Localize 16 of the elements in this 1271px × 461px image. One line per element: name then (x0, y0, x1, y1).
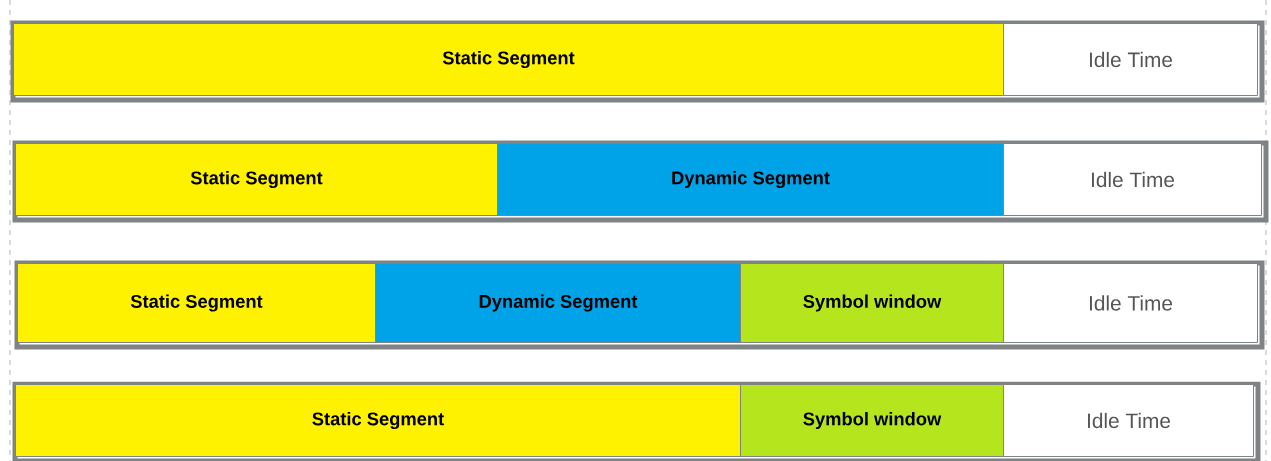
idle-time-cell: Idle Time (1003, 23, 1258, 96)
segment-cell: Static Segment (15, 384, 741, 457)
segment-cell: Static Segment (13, 23, 1004, 96)
segment-cell: Symbol window (740, 384, 1004, 457)
segment-cell: Dynamic Segment (375, 263, 741, 343)
idle-time-cell: Idle Time (1003, 384, 1254, 457)
idle-time-cell: Idle Time (1003, 263, 1258, 343)
segment-cell: Dynamic Segment (497, 143, 1004, 216)
segment-cell: Symbol window (740, 263, 1004, 343)
timeline-row-frame (12, 381, 1261, 461)
idle-time-cell: Idle Time (1003, 143, 1262, 216)
timeline-row-frame (10, 20, 1265, 103)
timeline-row-frame (12, 140, 1269, 223)
segment-cell: Static Segment (15, 143, 498, 216)
timeline-row-frame (14, 260, 1265, 350)
segment-cell: Static Segment (17, 263, 376, 343)
